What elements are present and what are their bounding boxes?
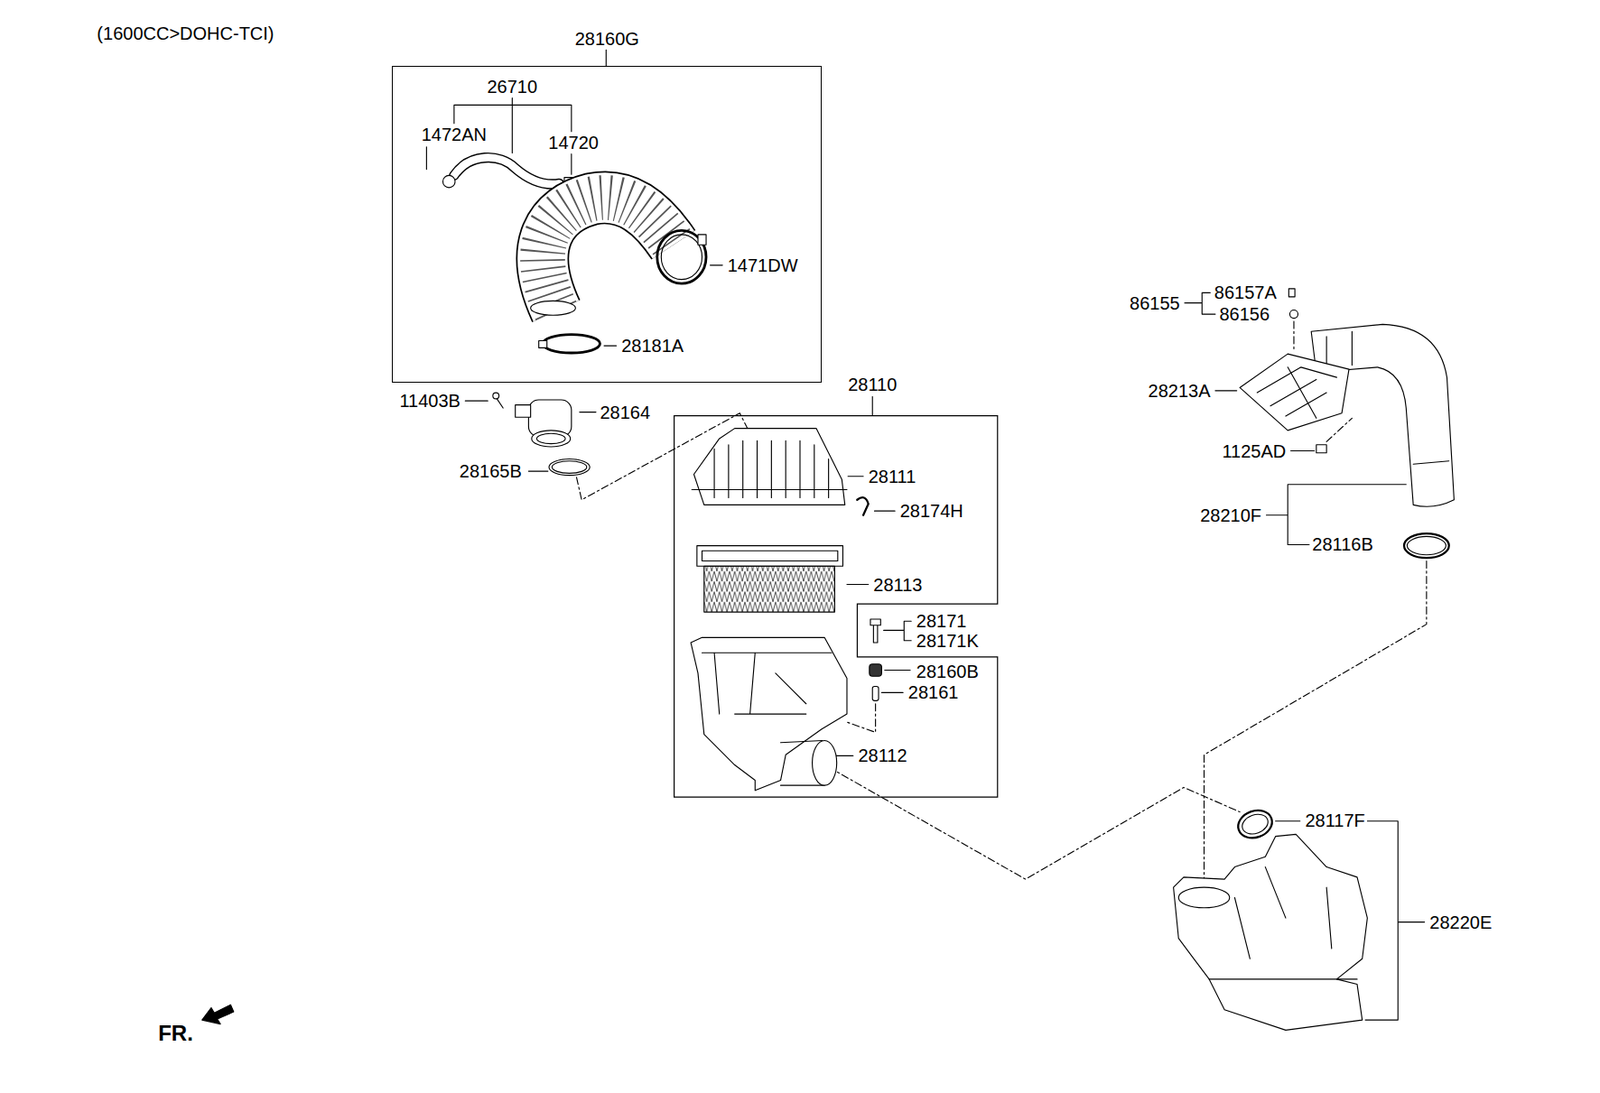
air-cleaner-cover [691,428,869,516]
air-filter [697,546,844,613]
group-outline [673,415,998,799]
front-arrow [202,1004,234,1024]
callout-number: 11403B [397,390,462,411]
callout-number: 28113 [871,575,924,596]
callout-number: 28112 [855,745,909,766]
callout-number: 28164 [598,402,653,423]
front-arrow-label: FR. [156,1022,196,1046]
resonator [1173,806,1368,1032]
group-number: 28160G [573,28,642,49]
callout-number: 86156 [1217,304,1272,325]
callout-number: 28171K [914,631,981,652]
callout-number: 28111 [866,466,919,487]
dashed-assembly-lines [576,321,1427,890]
callout-number: 28161 [906,682,961,703]
callout-number: 86157A [1212,282,1279,303]
callout-number: 28116B [1310,534,1375,555]
callout-number: 26710 [484,76,540,97]
small-hose [442,158,575,191]
hose-clamp [539,230,707,354]
callout-number: 28213A [1146,381,1213,401]
air-cleaner-body [690,619,882,791]
callout-number: 86155 [1127,293,1182,314]
callout-number: 1472AN [419,124,489,145]
callout-number: 1125AD [1219,441,1288,462]
callout-number: 28165B [457,461,524,482]
callout-number: 28210F [1198,505,1264,526]
callout-number: 28220E [1427,912,1494,933]
group-box: 28160G [391,65,822,382]
callout-number: 28117F [1302,810,1367,831]
callout-number: 28181A [619,335,686,356]
group-number: 28110 [846,374,899,395]
group-box: 28110 [673,415,998,799]
callout-number: 1471DW [725,255,800,276]
engine-note: (1600CC>DOHC-TCI) [94,23,276,44]
callout-number: 28174H [898,501,966,521]
intake-hose [530,197,674,316]
callout-number: 14720 [546,132,601,153]
callout-number: 28160B [914,661,981,682]
group-outline-path [673,416,997,799]
callout-number: 28171 [914,611,969,632]
air-duct [1239,288,1454,559]
